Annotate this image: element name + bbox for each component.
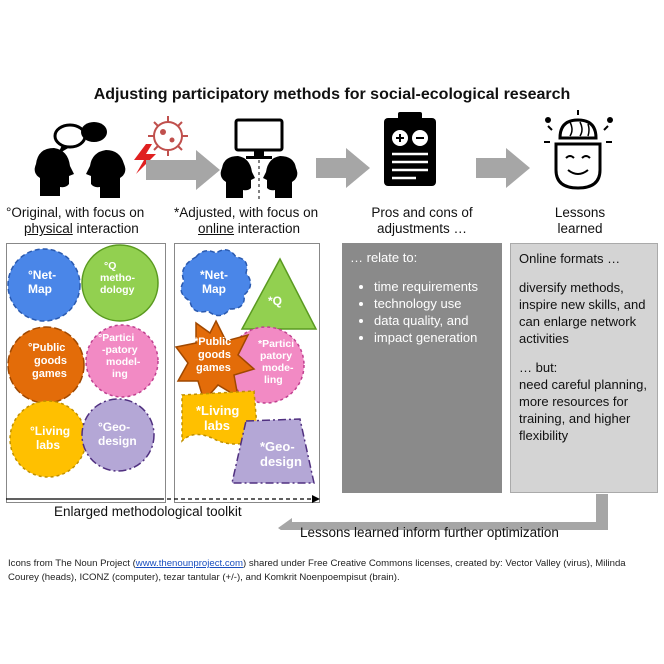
adj-ll-l2: labs xyxy=(204,418,230,433)
qmethod-triangle xyxy=(240,257,318,330)
adj-pg-l1: *Public xyxy=(194,336,231,348)
adj-q-l1: *Q xyxy=(268,294,282,308)
list-item: technology use xyxy=(374,295,494,312)
caption-pros-cons: Pros and cons of adjustments … xyxy=(371,205,473,236)
caption-original: °Original, with focus on physical intera… xyxy=(6,205,145,236)
geodesign-circle xyxy=(81,398,155,472)
list-item: time requirements xyxy=(374,278,494,295)
heads-talking-icon xyxy=(34,122,126,198)
list-item: data quality, and xyxy=(374,312,494,329)
icon-row xyxy=(34,110,613,200)
orig-gd-l2: design xyxy=(98,434,137,448)
livinglabs-flag xyxy=(181,390,259,445)
adj-pm-l3: mode- xyxy=(262,362,294,374)
orig-pm-l3: model- xyxy=(106,356,141,368)
caption-lessons: Lessons learned xyxy=(554,205,606,236)
adj-gd-l1: *Geo- xyxy=(260,439,295,454)
orig-pg-l1: °Public xyxy=(28,342,65,354)
lightning-icon xyxy=(134,144,156,174)
geodesign-trapezoid xyxy=(231,418,315,484)
adj-pg-l3: games xyxy=(196,362,231,374)
pros-cons-list: time requirements technology use data qu… xyxy=(350,278,494,346)
adj-pm-l4: ling xyxy=(264,374,283,386)
orig-ll-l1: °Living xyxy=(30,424,70,438)
svg-text:*Geo-design: *Geo-design xyxy=(260,439,302,469)
netmap-circle xyxy=(7,248,81,322)
feedback-label: Lessons learned inform further optimizat… xyxy=(300,525,559,540)
svg-text:°Net-Map: °Net-Map xyxy=(28,268,56,296)
arrow-right-icon xyxy=(476,148,530,188)
svg-text:°Geo-design: °Geo-design xyxy=(98,420,137,448)
arrow-right-icon xyxy=(146,150,220,190)
adj-pm-l2: patory xyxy=(260,350,292,362)
toolkit-arrow xyxy=(6,494,608,530)
orig-pg-l3: games xyxy=(32,368,67,380)
computer-icon xyxy=(220,118,298,200)
feedback-arrow xyxy=(278,494,608,530)
pros-cons-box: … relate to: time requirements technolog… xyxy=(342,243,502,493)
adj-netmap-l2: Map xyxy=(202,282,226,296)
orig-pm-l1: °Partici xyxy=(98,332,134,344)
orig-pm-l2: -patory xyxy=(102,344,138,356)
orig-netmap-l1: °Net- xyxy=(28,268,56,282)
virus-icon xyxy=(148,116,188,156)
netmap-cloud xyxy=(180,249,252,317)
orig-q-l2: metho- xyxy=(100,272,136,284)
orig-netmap-l2: Map xyxy=(28,282,52,296)
orig-pm-l4: ing xyxy=(112,368,128,380)
list-item: impact generation xyxy=(374,329,494,346)
qmethod-circle xyxy=(81,244,159,322)
diagram-title: Adjusting participatory methods for soci… xyxy=(93,86,571,103)
orig-q-l1: °Q xyxy=(104,260,116,272)
participatory-circle xyxy=(227,326,305,404)
adj-gd-l2: design xyxy=(260,454,302,469)
brain-head-icon xyxy=(544,110,613,190)
arrow-right-icon xyxy=(316,148,370,188)
orig-gd-l1: °Geo- xyxy=(98,420,130,434)
caption-adjusted: *Adjusted, with focus on online interact… xyxy=(174,205,319,236)
orig-ll-l2: labs xyxy=(36,438,60,452)
svg-text:*Q: *Q xyxy=(268,294,282,308)
clipboard-plus-minus-icon xyxy=(384,112,436,186)
participatory-circle xyxy=(85,324,159,398)
noun-project-link[interactable]: www.thenounproject.com xyxy=(135,558,243,569)
adj-ll-l1: *Living xyxy=(196,403,239,418)
toolkit-label: Enlarged methodological toolkit xyxy=(54,504,242,519)
orig-q-l3: dology xyxy=(100,284,135,296)
adj-pg-l2: goods xyxy=(198,349,231,361)
credits-footer: Icons from The Noun Project (www.thenoun… xyxy=(8,558,626,583)
lessons-box: Online formats … diversify methods, insp… xyxy=(510,243,658,493)
orig-pg-l2: goods xyxy=(34,355,67,367)
adj-netmap-l1: *Net- xyxy=(200,268,228,282)
adj-pm-l1: *Partici xyxy=(258,338,294,350)
svg-text:*Net-Map: *Net-Map xyxy=(200,268,228,296)
